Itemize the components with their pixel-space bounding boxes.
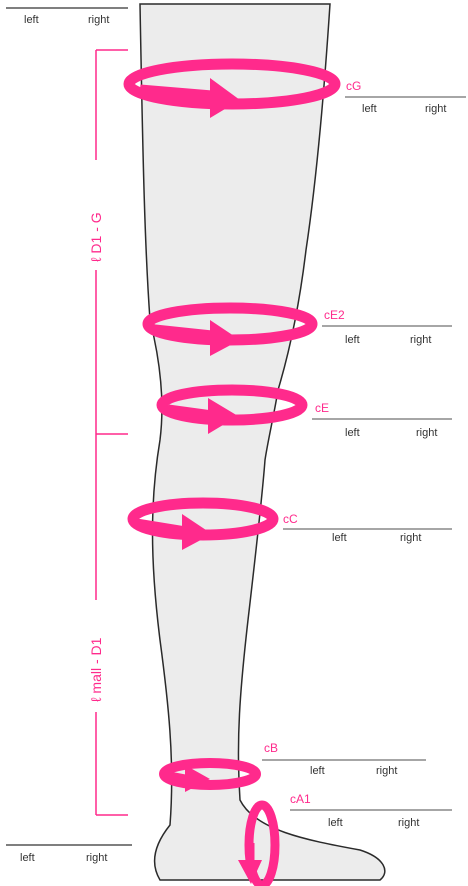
right-label: right	[416, 427, 437, 439]
right-label: right	[400, 532, 421, 544]
leg-outline	[140, 4, 385, 880]
right-label: right	[398, 817, 419, 829]
left-label: left	[345, 334, 360, 346]
reference-bottom: left right	[6, 845, 132, 864]
left-label: left	[20, 852, 35, 864]
measurement-label: cB	[264, 741, 278, 755]
right-label: right	[86, 852, 107, 864]
measurement-label: cE	[315, 401, 329, 415]
left-label: left	[24, 14, 39, 26]
right-label: right	[88, 14, 109, 26]
range-label-lower: ℓ mall - D1	[88, 637, 104, 702]
right-label: right	[376, 765, 397, 777]
left-label: left	[332, 532, 347, 544]
measurement-label: cC	[283, 512, 298, 526]
left-label: left	[328, 817, 343, 829]
left-label: left	[310, 765, 325, 777]
measurement-label: cG	[346, 79, 361, 93]
left-label: left	[345, 427, 360, 439]
right-label: right	[410, 334, 431, 346]
range-label-upper: ℓ D1 - G	[88, 212, 104, 262]
left-label: left	[362, 103, 377, 115]
right-label: right	[425, 103, 446, 115]
measurement-label: cA1	[290, 792, 311, 806]
measurement-label: cE2	[324, 308, 345, 322]
reference-top: left right	[6, 8, 128, 26]
